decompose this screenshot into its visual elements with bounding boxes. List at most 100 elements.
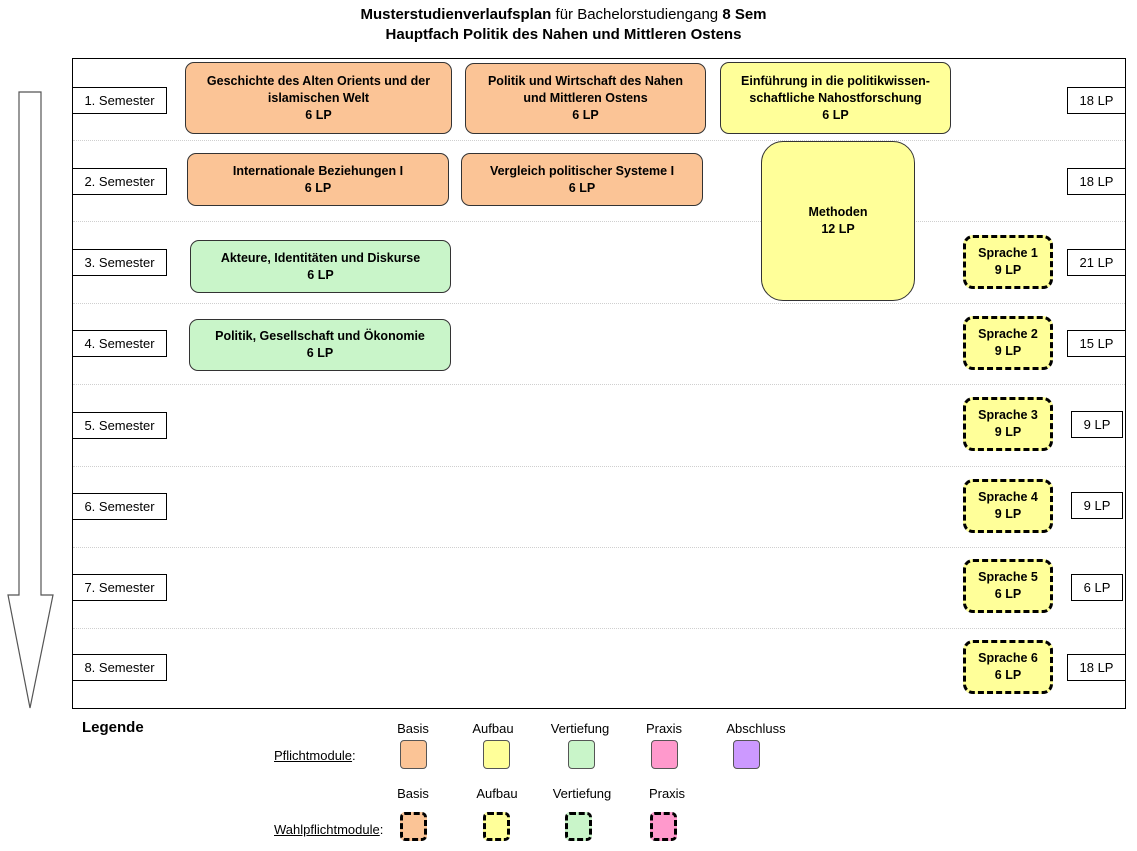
module-sprache-4[interactable]: Sprache 4 9 LP bbox=[963, 479, 1053, 533]
legend-pflicht-praxis-label: Praxis bbox=[645, 721, 683, 736]
legend-wahl-aufbau-label: Aufbau bbox=[476, 786, 518, 801]
module-lp: 6 LP bbox=[994, 587, 1022, 601]
legend-swatch-basis bbox=[400, 740, 427, 769]
module-title: Einführung in die politikwissen- bbox=[741, 73, 930, 88]
module-methoden[interactable]: Methoden 12 LP bbox=[761, 141, 915, 301]
row-divider bbox=[73, 221, 1125, 222]
module-lp: 6 LP bbox=[572, 108, 599, 122]
semester-label-1: 1. Semester bbox=[72, 87, 167, 114]
module-title: Geschichte des Alten Orients und der bbox=[206, 73, 431, 88]
module-title: islamischen Welt bbox=[267, 90, 370, 105]
plan-frame bbox=[72, 58, 1126, 709]
module-lp: 6 LP bbox=[307, 267, 334, 282]
semester-label-3: 3. Semester bbox=[72, 249, 167, 276]
timeline-arrow-icon bbox=[7, 91, 54, 709]
module-lp: 9 LP bbox=[994, 507, 1022, 521]
module-politik-gesellschaft-oekonomie[interactable]: Politik, Gesellschaft und Ökonomie 6 LP bbox=[189, 319, 451, 371]
module-internationale-beziehungen[interactable]: Internationale Beziehungen I 6 LP bbox=[187, 153, 449, 206]
semester-lp-1: 18 LP bbox=[1067, 87, 1126, 114]
module-lp: 6 LP bbox=[568, 180, 596, 195]
semester-label-7: 7. Semester bbox=[72, 574, 167, 601]
row-divider bbox=[73, 466, 1125, 467]
semester-lp-5: 9 LP bbox=[1071, 411, 1123, 438]
module-title: Methoden bbox=[808, 205, 868, 219]
semester-label-5: 5. Semester bbox=[72, 412, 167, 439]
title-middle: für Bachelorstudiengang bbox=[551, 6, 723, 23]
module-sprache-3[interactable]: Sprache 3 9 LP bbox=[963, 397, 1053, 451]
semester-lp-2: 18 LP bbox=[1067, 168, 1126, 195]
legend-colon: : bbox=[379, 822, 384, 837]
module-title: Internationale Beziehungen I bbox=[232, 163, 404, 178]
row-divider bbox=[73, 547, 1125, 548]
module-title: Sprache 4 bbox=[978, 490, 1038, 504]
page-title-line-1: Musterstudienverlaufsplan für Bachelorst… bbox=[0, 6, 1127, 23]
module-lp: 9 LP bbox=[994, 263, 1022, 277]
page-title-line-2: Hauptfach Politik des Nahen und Mittlere… bbox=[385, 26, 742, 43]
module-title: und Mittleren Ostens bbox=[523, 91, 648, 105]
module-lp: 6 LP bbox=[994, 668, 1022, 682]
title-bold-suffix: 8 Sem bbox=[722, 6, 767, 23]
semester-label-8: 8. Semester bbox=[72, 654, 167, 681]
module-lp: 6 LP bbox=[306, 346, 334, 360]
legend-swatch-wahl-vertiefung bbox=[565, 812, 592, 841]
legend-swatch-vertiefung bbox=[568, 740, 595, 769]
module-title: Sprache 3 bbox=[978, 408, 1038, 422]
module-sprache-5[interactable]: Sprache 5 6 LP bbox=[963, 559, 1053, 613]
semester-lp-4: 15 LP bbox=[1067, 330, 1126, 357]
module-title: Vergleich politischer Systeme I bbox=[489, 163, 675, 178]
legend-pflicht-aufbau-label: Aufbau bbox=[472, 721, 514, 736]
legend-wahl-basis-label: Basis bbox=[397, 786, 429, 801]
legend-pflicht-text: Pflichtmodule bbox=[274, 748, 353, 763]
legend-pflicht-abschluss-label: Abschluss bbox=[726, 721, 786, 736]
legend-colon: : bbox=[352, 748, 356, 763]
legend-pflicht-vertiefung-label: Vertiefung bbox=[550, 721, 610, 736]
module-akteure-identitaeten-diskurse[interactable]: Akteure, Identitäten und Diskurse 6 LP bbox=[190, 240, 451, 293]
module-politik-wirtschaft-nahost[interactable]: Politik und Wirtschaft des Nahen und Mit… bbox=[465, 63, 706, 134]
legend-swatch-wahl-aufbau bbox=[483, 812, 510, 841]
title-bold-prefix: Musterstudienverlaufsplan bbox=[360, 6, 552, 23]
module-title: Sprache 6 bbox=[978, 651, 1038, 665]
semester-lp-8: 18 LP bbox=[1067, 654, 1126, 681]
row-divider bbox=[73, 140, 1125, 141]
semester-lp-3: 21 LP bbox=[1067, 249, 1126, 276]
module-title: Sprache 5 bbox=[978, 570, 1038, 584]
module-title: Politik, Gesellschaft und Ökonomie bbox=[215, 329, 425, 343]
module-sprache-1[interactable]: Sprache 1 9 LP bbox=[963, 235, 1053, 289]
legend-wahl-vertiefung-label: Vertiefung bbox=[552, 786, 612, 801]
module-sprache-2[interactable]: Sprache 2 9 LP bbox=[963, 316, 1053, 370]
module-title: Sprache 1 bbox=[978, 246, 1038, 260]
semester-label-6: 6. Semester bbox=[72, 493, 167, 520]
legend-wahl-label: Wahlpflichtmodule: bbox=[274, 822, 383, 837]
semester-label-4: 4. Semester bbox=[72, 330, 167, 357]
row-divider bbox=[73, 384, 1125, 385]
module-sprache-6[interactable]: Sprache 6 6 LP bbox=[963, 640, 1053, 694]
row-divider bbox=[73, 628, 1125, 629]
module-geschichte-alter-orient[interactable]: Geschichte des Alten Orients und der isl… bbox=[185, 62, 452, 134]
module-title: Sprache 2 bbox=[978, 327, 1038, 341]
module-title: schaftliche Nahostforschung bbox=[749, 90, 922, 105]
module-title: Politik und Wirtschaft des Nahen bbox=[487, 74, 684, 88]
module-lp: 9 LP bbox=[994, 425, 1022, 439]
legend-swatch-praxis bbox=[651, 740, 678, 769]
legend-swatch-wahl-basis bbox=[400, 812, 427, 841]
semester-lp-6: 9 LP bbox=[1071, 492, 1123, 519]
module-einfuehrung-nahostforschung[interactable]: Einführung in die politikwissen- schaftl… bbox=[720, 62, 951, 134]
module-title: Akteure, Identitäten und Diskurse bbox=[220, 250, 421, 265]
module-lp: 12 LP bbox=[821, 222, 855, 236]
module-vergleich-politischer-systeme[interactable]: Vergleich politischer Systeme I 6 LP bbox=[461, 153, 703, 206]
legend-pflicht-label: Pflichtmodule: bbox=[274, 748, 356, 763]
legend-swatch-aufbau bbox=[483, 740, 510, 769]
row-divider bbox=[73, 303, 1125, 304]
semester-label-2: 2. Semester bbox=[72, 168, 167, 195]
semester-lp-7: 6 LP bbox=[1071, 574, 1123, 601]
module-lp: 6 LP bbox=[822, 107, 849, 122]
legend-swatch-wahl-praxis bbox=[650, 812, 677, 841]
legend-pflicht-basis-label: Basis bbox=[397, 721, 429, 736]
module-lp: 6 LP bbox=[304, 180, 332, 195]
legend-title: Legende bbox=[82, 719, 144, 736]
module-lp: 6 LP bbox=[305, 107, 332, 122]
legend-wahl-text: Wahlpflichtmodule bbox=[274, 822, 380, 837]
legend-wahl-praxis-label: Praxis bbox=[648, 786, 686, 801]
module-lp: 9 LP bbox=[994, 344, 1022, 358]
legend-swatch-abschluss bbox=[733, 740, 760, 769]
